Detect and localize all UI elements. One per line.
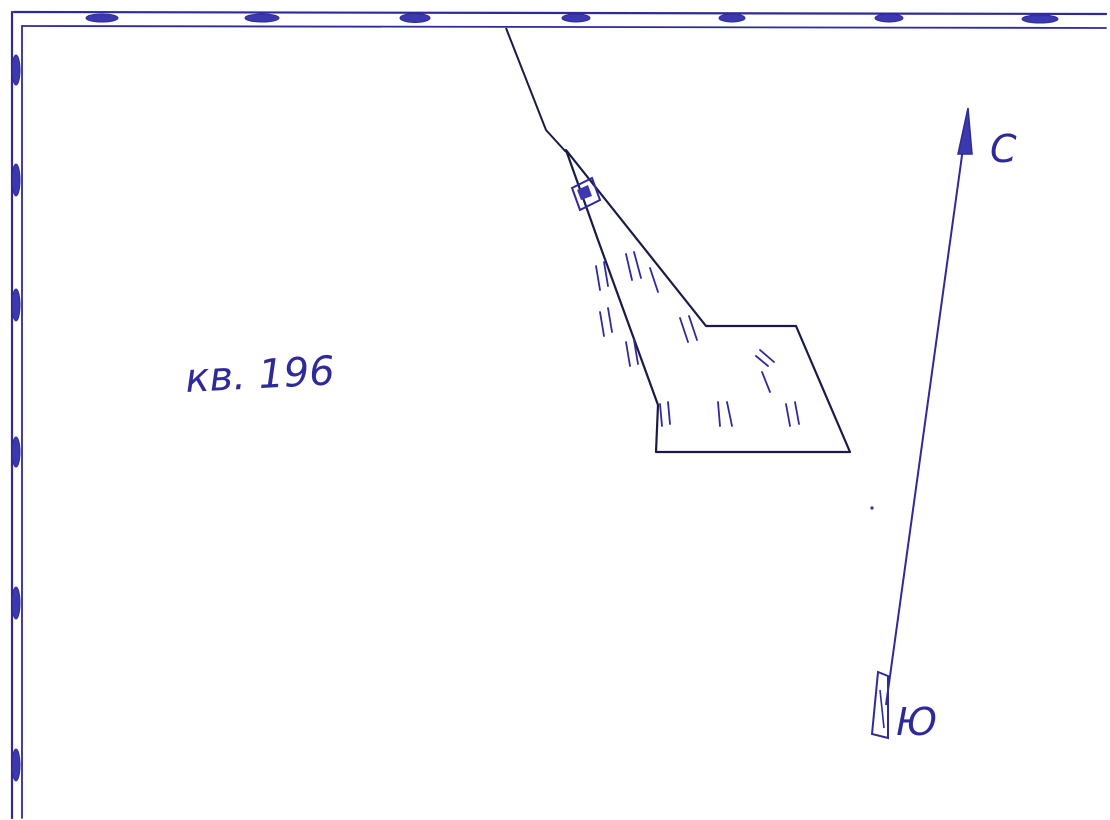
boundary-marks-left (11, 54, 21, 782)
access-line (505, 27, 567, 153)
compass-south-label: Ю (896, 700, 937, 744)
south-feather-icon (870, 670, 889, 740)
vegetation-hatching (595, 251, 800, 427)
boundary-marks-top (85, 13, 1059, 24)
north-arrowhead-icon (957, 107, 973, 155)
quarter-boundary (10, 10, 1108, 820)
quarter-label: кв. 196 (184, 348, 336, 402)
compass-arrow (870, 107, 973, 740)
compass-north-label: С (990, 127, 1017, 171)
plot-polygon (564, 148, 852, 454)
ink-dot (870, 506, 874, 510)
structure-marker-icon (570, 176, 602, 212)
